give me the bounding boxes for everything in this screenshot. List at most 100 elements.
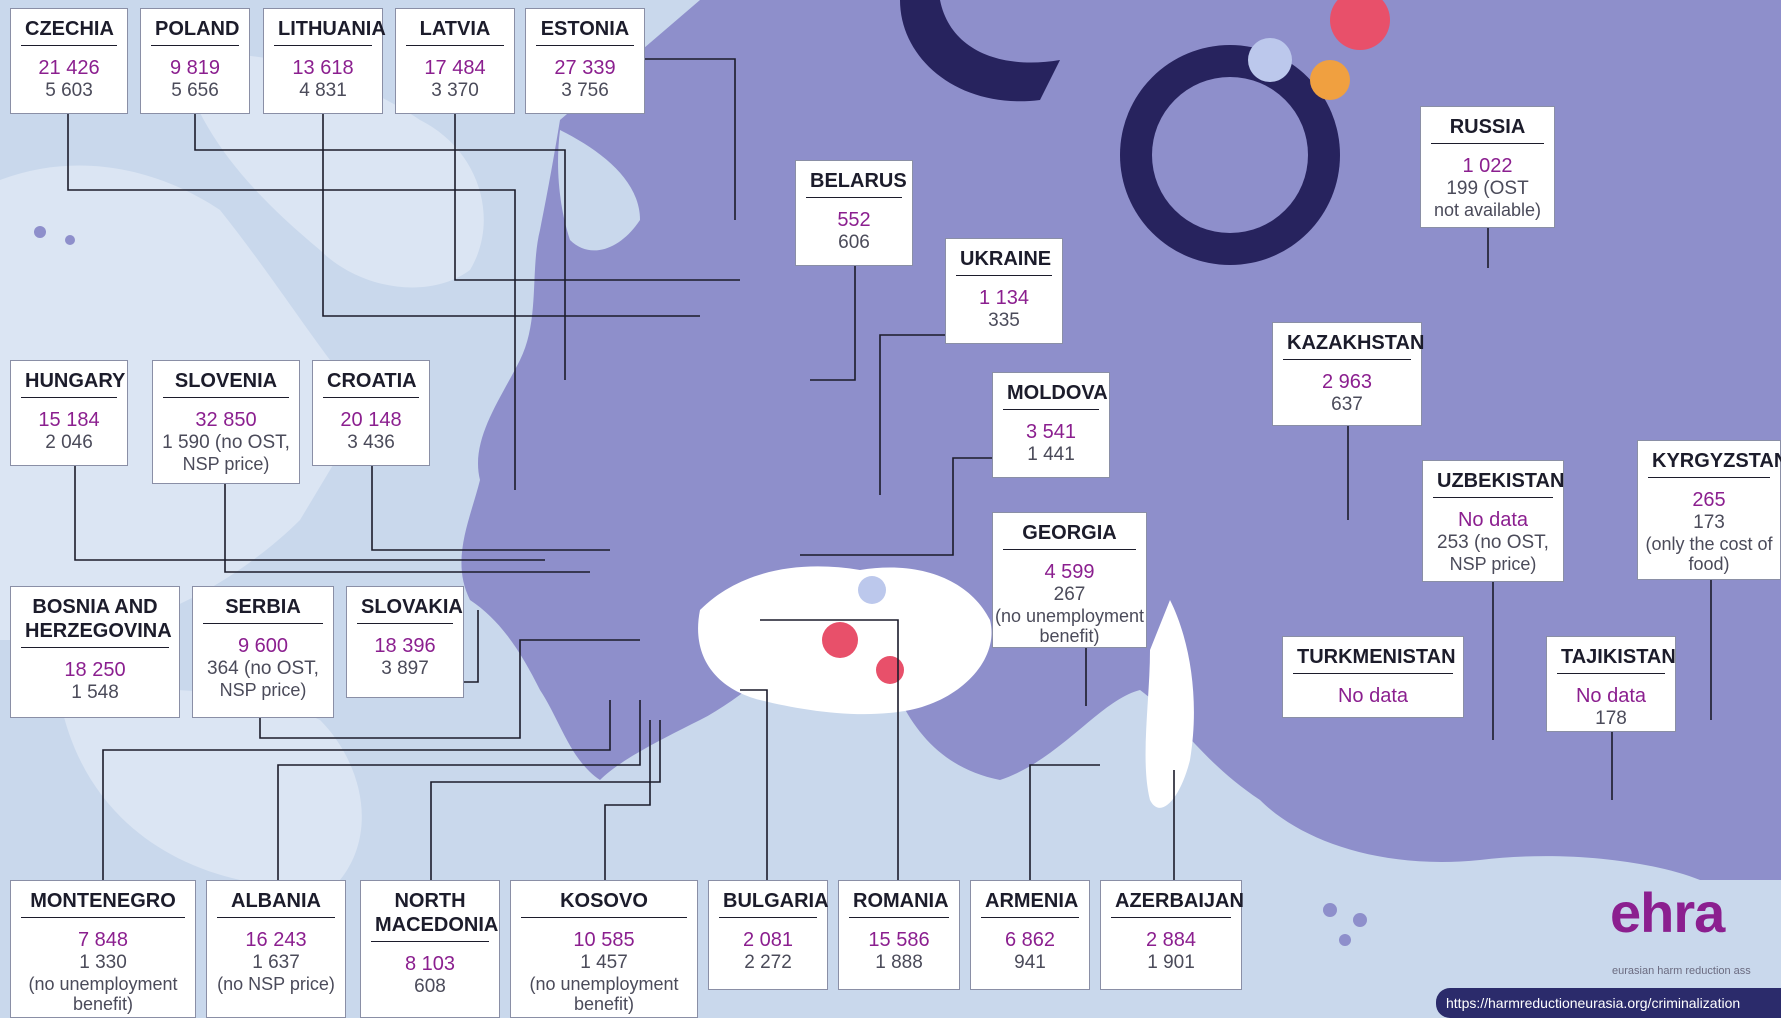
country-value-secondary: 267 [1053,584,1086,605]
country-name: LITHUANIA [274,9,386,46]
country-value-primary: 17 484 [424,57,486,79]
country-name: ALBANIA [217,881,335,918]
country-value-secondary: 1 548 [71,682,119,703]
country-value-primary: 18 250 [64,659,126,681]
country-name: MOLDOVA [1003,373,1108,410]
country-note: NSP price) [219,680,307,700]
country-value-primary: 265 [1692,489,1726,511]
country-value-secondary: 2 272 [744,952,792,973]
country-value-primary: 7 848 [77,929,129,951]
country-name: CZECHIA [21,9,117,46]
country-name: KAZAKHSTAN [1283,323,1424,360]
country-name: SLOVAKIA [357,587,463,624]
country-name: ESTONIA [536,9,634,46]
country-value-primary: 32 850 [195,409,257,431]
country-value-secondary: 5 656 [171,80,219,101]
caspian-sea [1145,600,1194,808]
country-value-primary: No data [1575,685,1647,707]
footer-url[interactable]: https://harmreductioneurasia.org/crimina… [1436,988,1781,1018]
baltic-sea [558,130,640,251]
country-value-secondary: 1 457 [580,952,628,973]
country-value-secondary: 364 (no OST, [207,658,319,679]
country-value-primary: 3 541 [1025,421,1077,443]
country-value-secondary: 1 441 [1027,444,1075,465]
country-value-secondary: 2 046 [45,432,93,453]
country-note: (no unemployment benefit) [994,606,1145,646]
country-value-secondary: 199 (OST [1446,178,1529,199]
country-value-primary: 15 586 [868,929,930,951]
country-value-primary: No data [1337,685,1409,707]
country-note: (no unemployment benefit) [529,974,679,1014]
country-note: not available) [1433,200,1542,220]
country-box-turkmenistan: TURKMENISTAN No data [1282,636,1464,718]
country-value-secondary: 1 888 [875,952,923,973]
country-value-secondary: 5 603 [45,80,93,101]
country-value-primary: 21 426 [38,57,100,79]
country-note: (only the cost of food) [1645,534,1773,574]
country-name: NORTH MACEDONIA [371,881,498,942]
country-value-primary: 8 103 [404,953,456,975]
country-value-secondary: 3 756 [561,80,609,101]
country-value-primary: 2 963 [1321,371,1373,393]
country-value-secondary: 3 897 [381,658,429,679]
country-name: SERBIA [203,587,323,624]
country-value-secondary: 941 [1014,952,1046,973]
country-value-secondary: 253 (no OST, [1437,532,1549,553]
country-name: BULGARIA [719,881,829,918]
country-value-secondary: 1 330 [79,952,127,973]
country-name: AZERBAIJAN [1111,881,1244,918]
country-name: BELARUS [806,161,907,198]
country-value-secondary: 4 831 [299,80,347,101]
country-name: ARMENIA [981,881,1079,918]
country-value-secondary: 3 436 [347,432,395,453]
country-value-primary: 9 819 [169,57,221,79]
country-name: KYRGYZSTAN [1648,441,1781,478]
country-value-primary: 10 585 [573,929,635,951]
country-value-primary: 13 618 [292,57,354,79]
country-value-secondary: 173 [1693,512,1725,533]
country-name: TURKMENISTAN [1293,637,1456,674]
sparkle-decoration [34,226,1367,946]
country-name: GEORGIA [1003,513,1136,550]
country-value-primary: 1 134 [978,287,1030,309]
country-value-primary: No data [1457,509,1529,531]
country-name: HUNGARY [21,361,125,398]
country-value-primary: 20 148 [340,409,402,431]
logo-tagline: eurasian harm reduction ass [1612,965,1751,977]
country-name: LATVIA [406,9,504,46]
country-name: UKRAINE [956,239,1052,276]
country-name: KOSOVO [521,881,687,918]
country-value-primary: 4 599 [1044,561,1095,583]
ehra-logo: ehra [1610,881,1725,944]
country-value-secondary: 1 901 [1147,952,1195,973]
country-value-secondary: 3 370 [431,80,479,101]
country-note: NSP price) [1449,554,1537,574]
country-value-primary: 2 081 [742,929,794,951]
country-name: BOSNIA AND HERZEGOVINA [21,587,172,648]
mushroom-illustration [822,622,858,658]
country-name: RUSSIA [1431,107,1544,144]
country-name: ROMANIA [849,881,949,918]
country-value-secondary: 637 [1331,394,1363,415]
